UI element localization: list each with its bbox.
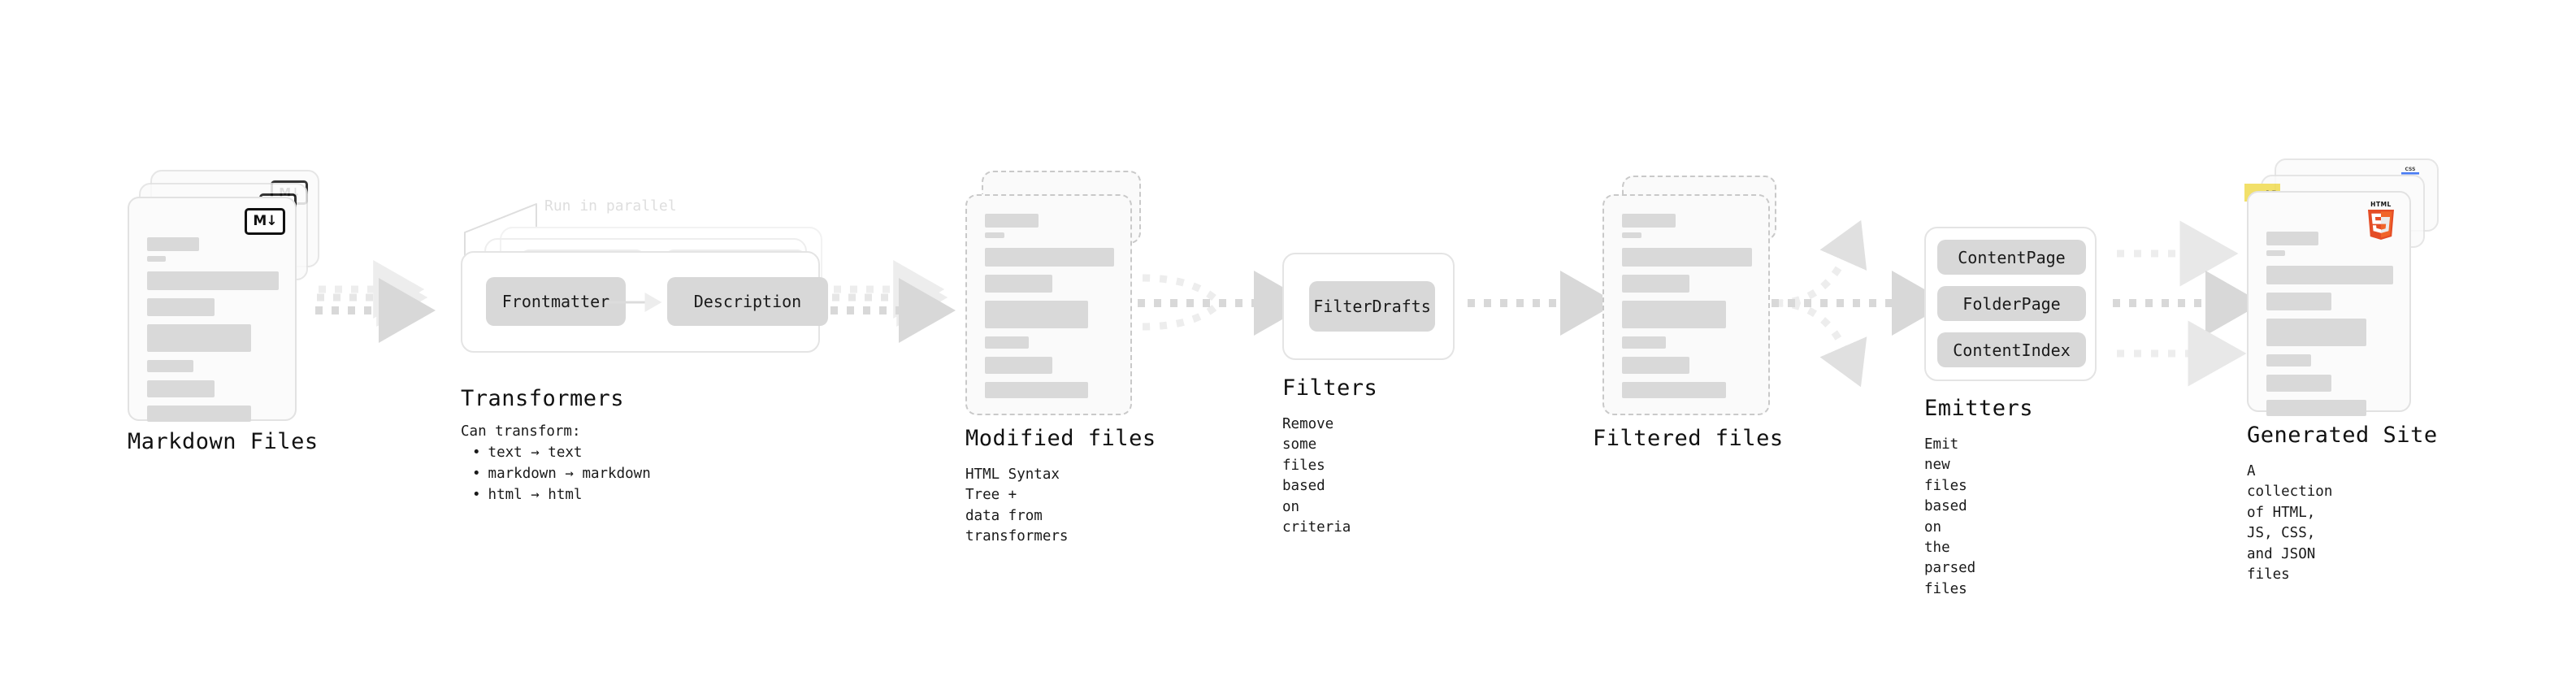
- connector-emitters-to-site: [2113, 220, 2262, 387]
- modified-files-title: Modified files: [965, 426, 1156, 451]
- run-in-parallel-callout: [464, 203, 537, 256]
- transformer-pill-description[interactable]: Description: [667, 277, 828, 326]
- run-in-parallel-label: Run in parallel: [544, 197, 677, 215]
- generated-site-subtitle: A collection of HTML, JS, CSS, and JSON …: [2247, 463, 2333, 583]
- markdown-skeleton-bars: [147, 237, 279, 422]
- modified-skeleton-bars: [985, 214, 1114, 398]
- filters-box: FilterDrafts: [1282, 253, 1455, 360]
- connector-transformers-to-modified: [830, 260, 956, 343]
- filters-title: Filters: [1282, 375, 1378, 401]
- emitters-subtitle: Emit new files based on the parsed files: [1924, 436, 1976, 597]
- connector-filtered-to-emitters: [1772, 219, 1949, 388]
- emitters-box: ContentPage FolderPage ContentIndex: [1924, 227, 2097, 381]
- transform-item-text: text → text: [472, 443, 651, 464]
- filter-pill-filterdrafts[interactable]: FilterDrafts: [1309, 281, 1435, 332]
- site-card-front-html: HTML: [2247, 191, 2411, 416]
- generated-site-title: Generated Site: [2247, 423, 2438, 448]
- transformer-inner-arrow: [605, 293, 662, 312]
- svg-text:HTML: HTML: [2370, 201, 2392, 208]
- filtered-skeleton-bars: [1622, 214, 1752, 398]
- transformers-capabilities-lead: Can transform:: [461, 423, 581, 440]
- site-skeleton-bars: [2266, 232, 2393, 416]
- markdown-card-front: M↓: [128, 197, 297, 422]
- filtered-card-front: [1602, 194, 1770, 415]
- html5-badge-glyph: HTML: [2368, 201, 2394, 240]
- transform-item-markdown: markdown → markdown: [472, 464, 651, 485]
- transformer-pill-frontmatter[interactable]: Frontmatter: [486, 277, 626, 326]
- emitter-pill-contentindex[interactable]: ContentIndex: [1937, 332, 2086, 367]
- html5-badge: HTML: [2364, 200, 2398, 241]
- modified-card-front: [965, 194, 1132, 415]
- emitter-pill-folderpage[interactable]: FolderPage: [1937, 286, 2086, 321]
- transformers-title: Transformers: [461, 386, 625, 411]
- svg-text:CSS: CSS: [2405, 167, 2416, 172]
- connector-modified-to-filters: [1138, 271, 1311, 336]
- filtered-files-title: Filtered files: [1593, 426, 1784, 451]
- connector-markdown-to-transformers: [315, 260, 436, 343]
- css3-badge-glyph: CSS: [2401, 167, 2419, 175]
- transform-item-html: html → html: [472, 485, 651, 506]
- modified-files-subtitle: HTML Syntax Tree + data from transformer…: [965, 466, 1069, 545]
- transformers-capability-list: text → text markdown → markdown html → h…: [461, 443, 651, 506]
- transformers-capabilities: Can transform: text → text markdown → ma…: [461, 422, 651, 506]
- emitter-pill-contentpage[interactable]: ContentPage: [1937, 240, 2086, 275]
- emitters-title: Emitters: [1924, 396, 2034, 421]
- css3-badge: CSS: [2400, 165, 2421, 176]
- markdown-badge-front: M↓: [245, 208, 285, 235]
- markdown-files-title: Markdown Files: [128, 429, 319, 454]
- filters-subtitle: Remove some files based on criteria: [1282, 416, 1351, 536]
